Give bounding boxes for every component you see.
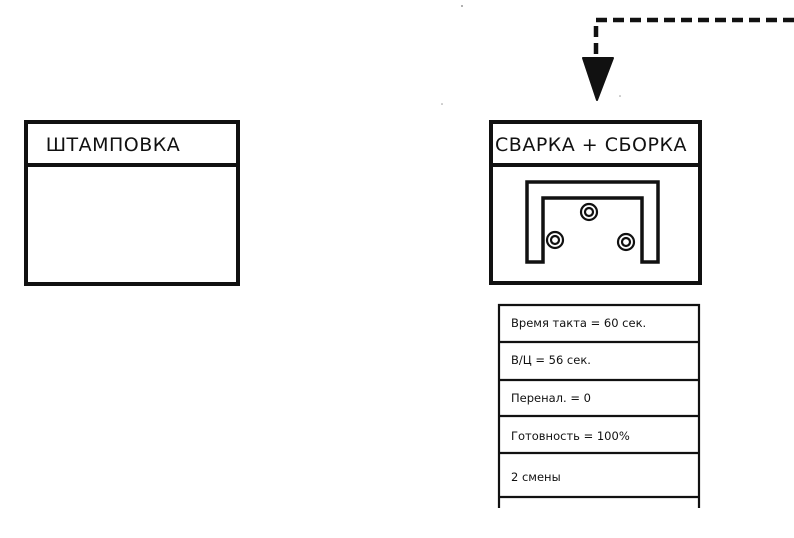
data-row-takt-time: Время такта = 60 сек. <box>511 316 646 330</box>
data-row-shifts: 2 смены <box>511 470 561 484</box>
dashed-connector <box>593 17 794 62</box>
process-box-stamping: ШТАМПОВКА <box>24 120 240 286</box>
operator-icon <box>579 202 599 222</box>
data-row-uptime: Готовность = 100% <box>511 429 630 443</box>
process-title-welding-assembly: СВАРКА + СБОРКА <box>495 134 687 156</box>
data-row-cycle-time: В/Ц = 56 сек. <box>511 353 591 367</box>
data-row-changeover: Перенал. = 0 <box>511 391 591 405</box>
u-shaped-workcell-icon <box>525 180 660 264</box>
operator-icon <box>616 232 636 252</box>
process-title-stamping: ШТАМПОВКА <box>46 134 181 156</box>
scan-specks <box>441 5 621 105</box>
push-arrow-down-icon <box>582 57 614 101</box>
operator-icon <box>545 230 565 250</box>
process-box-welding-assembly: СВАРКА + СБОРКА <box>489 120 702 285</box>
process-data-box: Время такта = 60 сек. В/Ц = 56 сек. Пере… <box>497 303 701 508</box>
